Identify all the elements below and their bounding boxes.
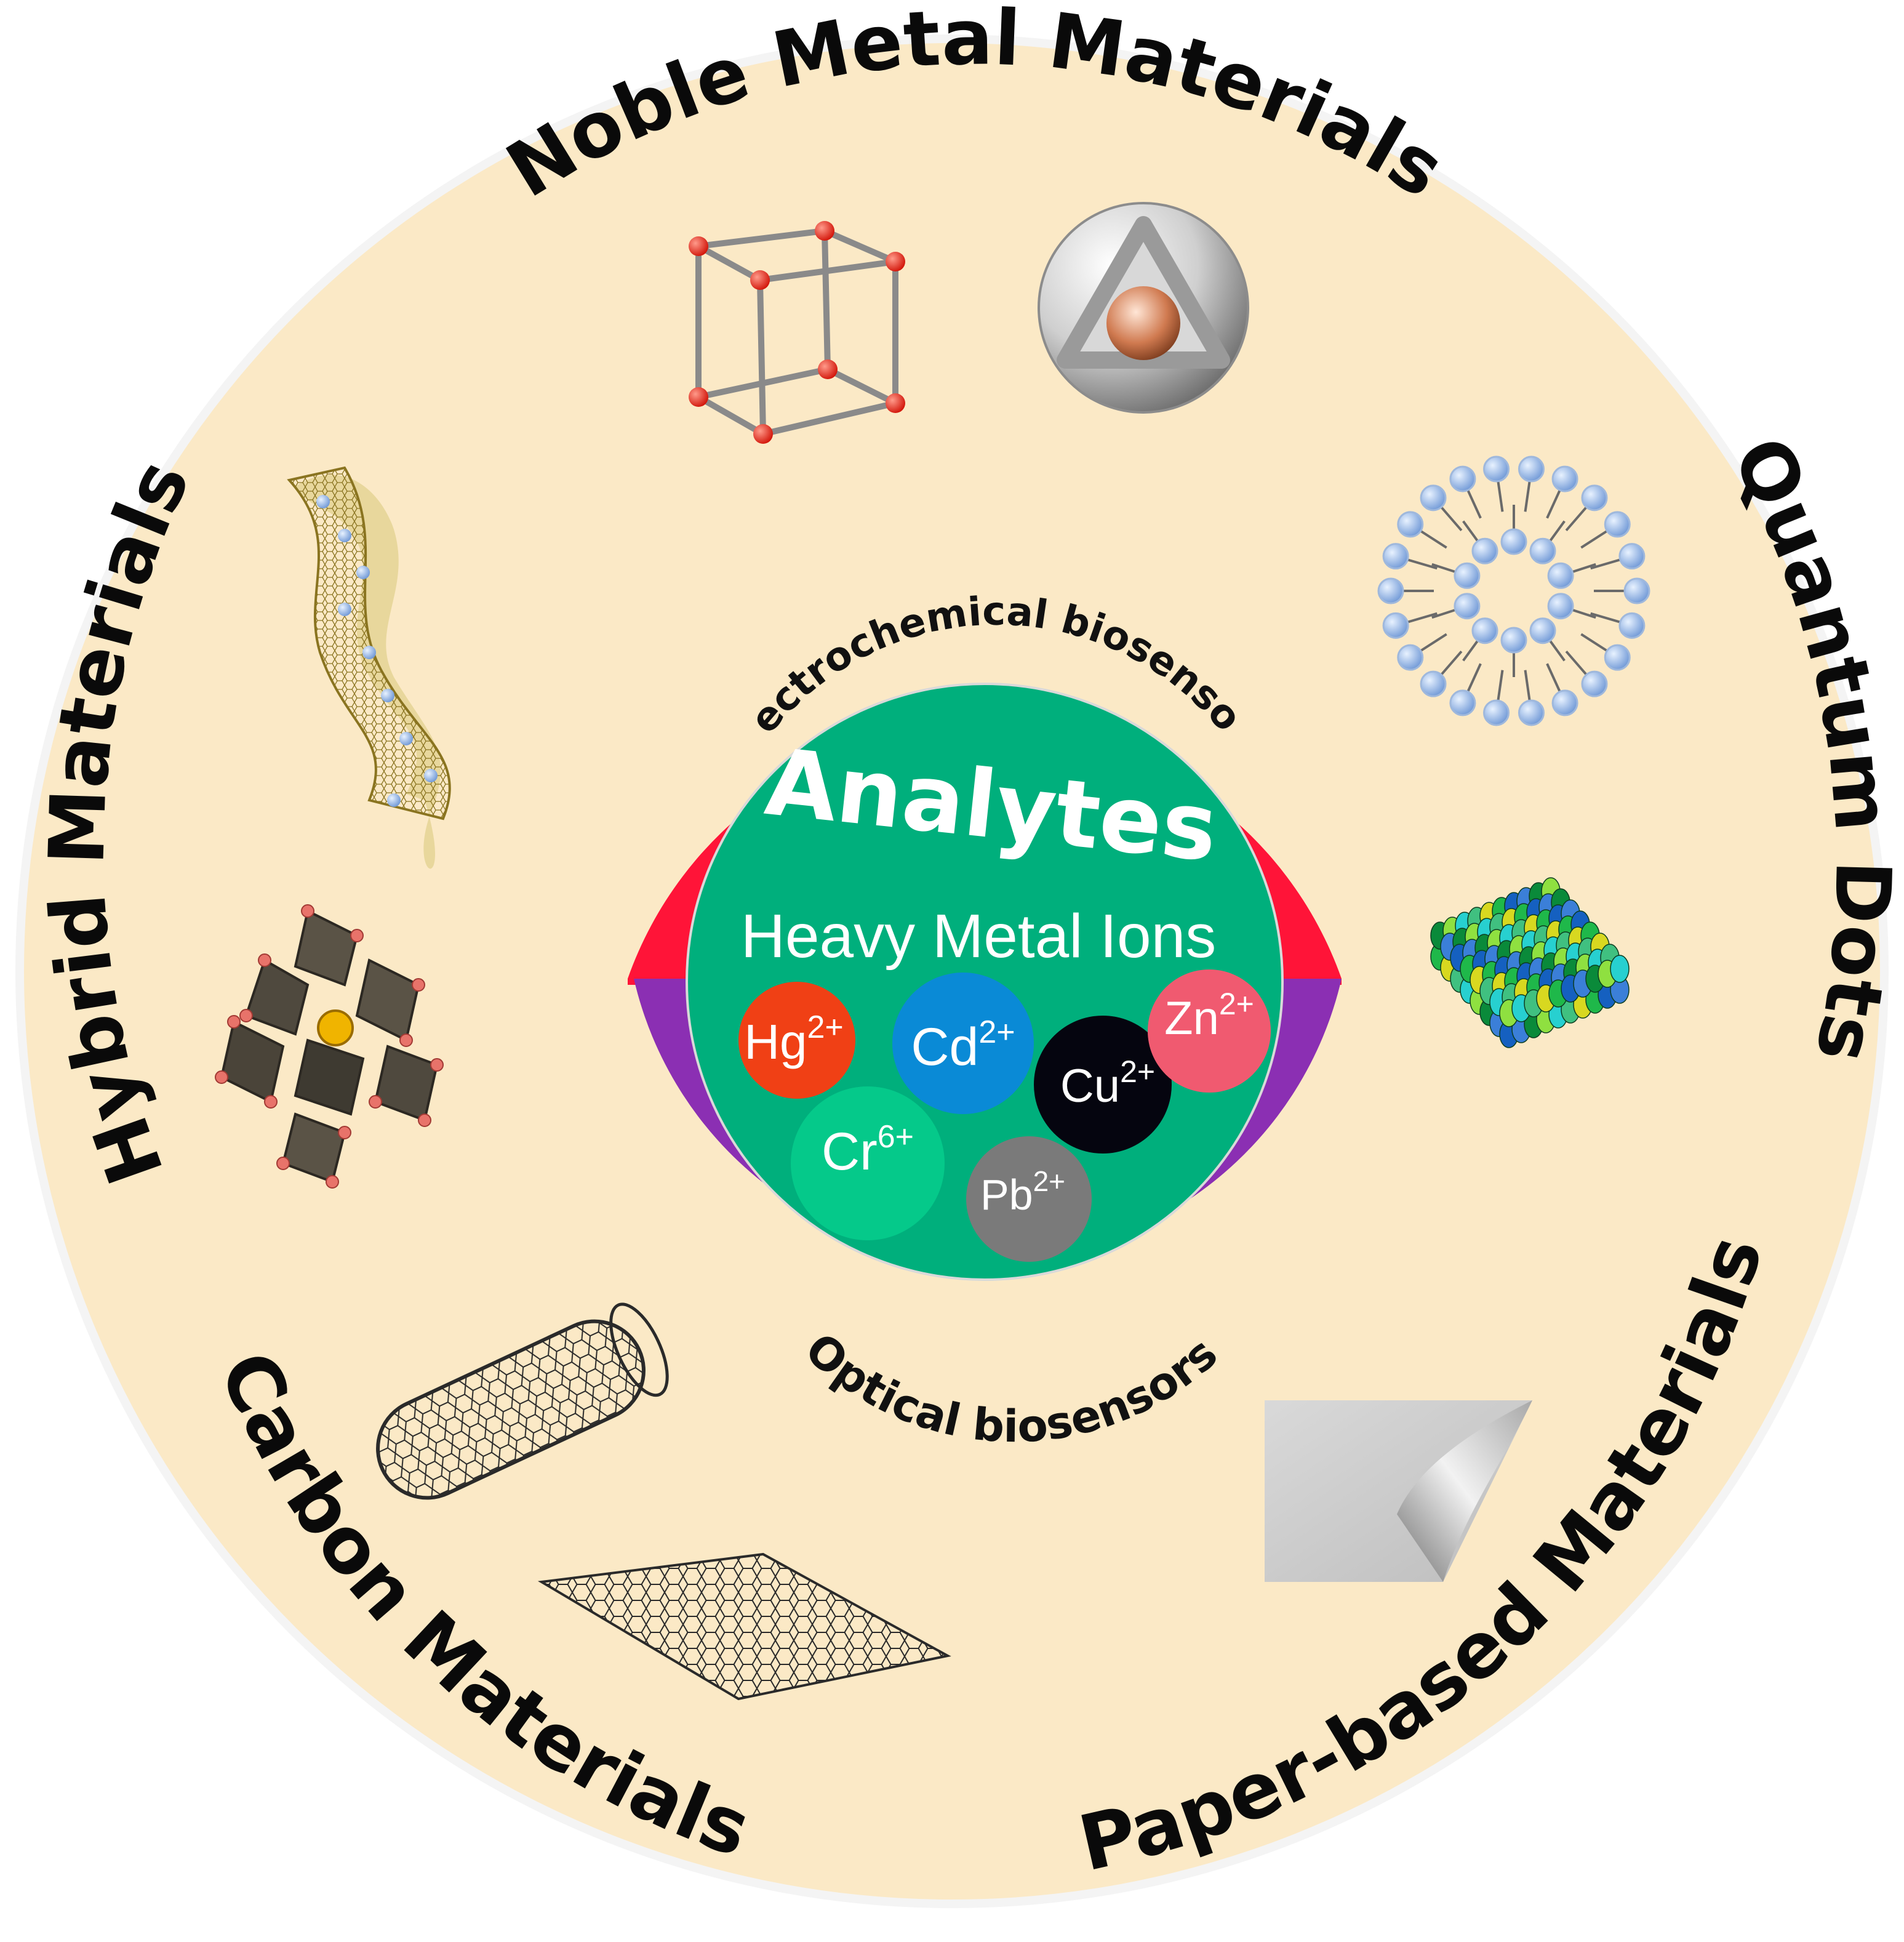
ion-cd: Cd2+ (892, 973, 1034, 1114)
micelle-head (1397, 644, 1424, 671)
micelle-head (1500, 627, 1527, 654)
ion-hg: Hg2+ (738, 982, 855, 1099)
paper-sheet-illustration (1265, 1400, 1532, 1582)
micelle-head (1618, 543, 1646, 570)
ion-cu: Cu2+ (1034, 1016, 1172, 1154)
micelle-head (1483, 699, 1510, 726)
svg-text:Cd2+: Cd2+ (911, 1014, 1015, 1077)
micelle-head (1382, 612, 1409, 639)
micelle-head (1397, 511, 1424, 538)
micelle-head (1500, 528, 1527, 555)
micelle-head (1454, 562, 1481, 589)
micelle-head (1547, 562, 1574, 589)
micelle-head (1420, 670, 1447, 697)
framework-crystal-illustration (215, 904, 444, 1189)
graphene-ribbon-illustration (287, 466, 451, 869)
micelle-head (1623, 577, 1650, 604)
graphene-sheet-illustration (537, 1552, 951, 1701)
svg-text:Zn2+: Zn2+ (1164, 987, 1254, 1045)
ion-cr: Cr6+ (791, 1086, 945, 1240)
carbon-nanotube-illustration (376, 1302, 669, 1500)
ion-pb: Pb2+ (966, 1136, 1092, 1262)
micelle-head (1581, 484, 1608, 512)
svg-text:Hg2+: Hg2+ (744, 1009, 844, 1069)
svg-text:Pb2+: Pb2+ (980, 1165, 1065, 1219)
ion-zn: Zn2+ (1148, 969, 1271, 1093)
micelle-head (1604, 511, 1631, 538)
micelle-head (1377, 577, 1404, 604)
quantum-dot-array-illustration (1430, 877, 1630, 1048)
micelle-illustration (1377, 455, 1650, 726)
micelle-head (1518, 455, 1545, 483)
core-shell-nanoparticle-illustration (1038, 202, 1249, 414)
micelle-head (1382, 543, 1409, 570)
micelle-head (1581, 670, 1608, 697)
svg-text:Cu2+: Cu2+ (1060, 1054, 1155, 1112)
micelle-head (1420, 484, 1447, 512)
micelle-head (1483, 455, 1510, 483)
micelle-head (1551, 465, 1578, 492)
micelle-head (1529, 617, 1556, 644)
micelle-head (1454, 593, 1481, 620)
micelle-head (1471, 537, 1498, 564)
lattice-atoms (689, 221, 905, 444)
micelle-head (1449, 465, 1476, 492)
micelle-head (1618, 612, 1646, 639)
micelle-head (1471, 617, 1498, 644)
micelle-head (1449, 689, 1476, 716)
svg-text:Cr6+: Cr6+ (822, 1119, 914, 1181)
micelle-head (1604, 644, 1631, 671)
quantum-dot (1610, 955, 1630, 983)
micelle-head (1518, 699, 1545, 726)
micelle-head (1547, 593, 1574, 620)
micelle-head (1529, 537, 1556, 564)
micelle-head (1551, 689, 1578, 716)
heavy-metal-ions-label: Heavy Metal Ions (741, 902, 1217, 971)
